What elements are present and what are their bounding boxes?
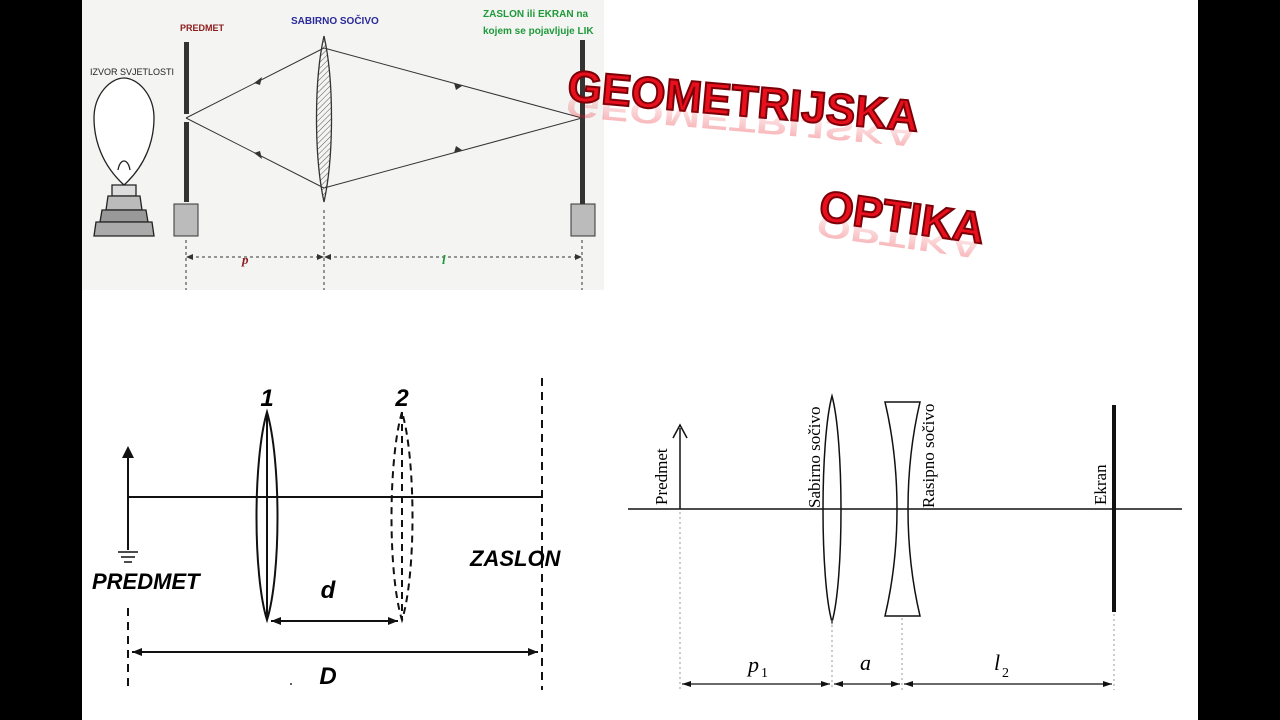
bottom-left-diagram: [118, 378, 543, 690]
lens-1-label: 1: [260, 385, 273, 412]
svg-text:1: 1: [761, 666, 768, 681]
predmet-vertical-label: Predmet: [652, 448, 671, 505]
p1-label: p 1: [746, 652, 768, 681]
dimension-p-label: p: [241, 252, 249, 267]
ground-icon: [118, 551, 138, 563]
lens-2-label: 2: [394, 385, 409, 412]
ekran-vertical-label: Ekran: [1091, 464, 1110, 505]
zaslon-label: ZASLON: [469, 546, 562, 571]
object-label: PREDMET: [180, 23, 225, 33]
svg-text:l: l: [994, 650, 1000, 675]
svg-text:p: p: [746, 652, 759, 677]
light-bulb-icon: [93, 77, 155, 237]
page-canvas: PREDMET SABIRNO SOČIVO ZASLON ili EKRAN …: [82, 0, 1198, 720]
ray-arrows: [254, 77, 462, 159]
converging-lens: [315, 35, 333, 203]
object-slit: [173, 42, 199, 237]
diagram-background: [82, 0, 604, 290]
light-source-label: IZVOR SVJETLOSTI: [90, 67, 174, 77]
bottom-right-diagram: [628, 393, 1182, 690]
guide-lines: [679, 512, 1115, 690]
rasipno-vertical-label: Rasipno sočivo: [919, 404, 938, 508]
projection-screen: [570, 40, 596, 237]
top-dimension-arrows: [186, 254, 582, 260]
top-dimension-guides: [185, 210, 583, 290]
predmet-label: PREDMET: [92, 569, 201, 594]
top-optics-diagram: PREDMET SABIRNO SOČIVO ZASLON ili EKRAN …: [82, 0, 604, 290]
sabirno-vertical-label: Sabirno sočivo: [805, 406, 824, 508]
svg-text:2: 2: [1002, 666, 1009, 681]
stray-dot: [290, 683, 292, 685]
title-block: GEOMETRIJSKA GEOMETRIJSKA OPTIKA OPTIKA: [565, 61, 989, 265]
dimension-l-label: l: [442, 252, 446, 267]
screen-label-line2: kojem se pojavljuje LIK: [483, 26, 594, 37]
a-label: a: [860, 650, 871, 675]
D-label: D: [319, 663, 336, 690]
lens-2: [390, 408, 414, 624]
lens-label: SABIRNO SOČIVO: [291, 14, 379, 27]
d-label: d: [321, 577, 337, 604]
lens-1: [255, 408, 279, 624]
l2-label: l 2: [994, 650, 1009, 681]
diverging-lens: [884, 401, 921, 617]
screen-label-line1: ZASLON ili EKRAN na: [483, 9, 588, 20]
optics-slide: PREDMET SABIRNO SOČIVO ZASLON ili EKRAN …: [82, 0, 1182, 690]
